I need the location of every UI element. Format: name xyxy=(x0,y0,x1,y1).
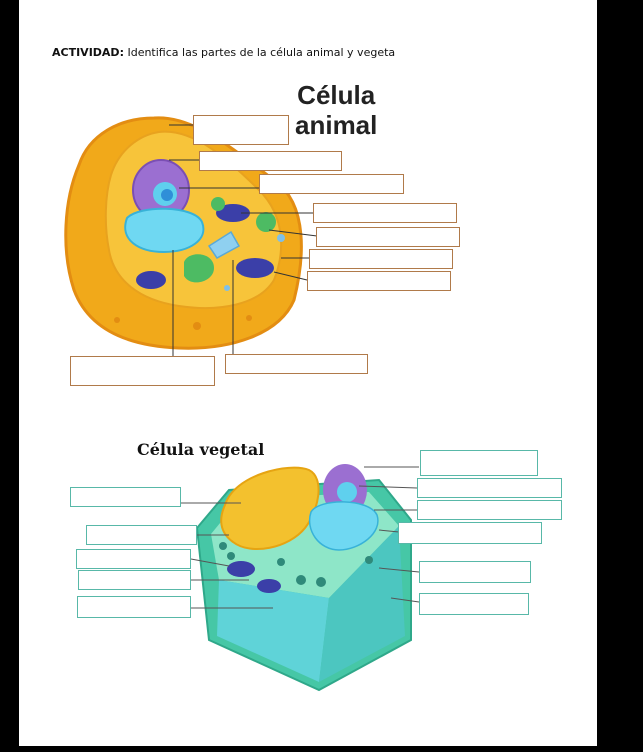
animal-cell-title: Célula animal xyxy=(295,80,377,140)
plant-answer-box-8[interactable] xyxy=(417,500,562,520)
cell-diagrams xyxy=(64,116,420,692)
animal-answer-box-5[interactable] xyxy=(316,227,460,247)
worksheet-page: ACTIVIDAD: Identifica las partes de la c… xyxy=(19,0,597,746)
animal-title-line-1: Célula xyxy=(297,80,376,110)
animal-answer-box-4[interactable] xyxy=(313,203,457,223)
activity-text: Identifica las partes de la célula anima… xyxy=(127,46,396,59)
animal-answer-box-6[interactable] xyxy=(309,249,453,269)
plant-answer-box-1[interactable] xyxy=(70,487,181,507)
animal-answer-box-3[interactable] xyxy=(259,174,404,194)
animal-answer-box-7[interactable] xyxy=(307,271,451,291)
activity-label: ACTIVIDAD: xyxy=(52,46,124,59)
plant-answer-box-2[interactable] xyxy=(86,525,197,545)
animal-title-line-2: animal xyxy=(295,110,378,140)
plant-answer-box-6[interactable] xyxy=(420,450,538,476)
plant-answer-box-11[interactable] xyxy=(419,593,529,615)
animal-answer-box-9[interactable] xyxy=(225,354,368,374)
plant-answer-box-3[interactable] xyxy=(76,549,191,569)
activity-instruction: ACTIVIDAD: Identifica las partes de la c… xyxy=(52,46,395,59)
plant-answer-box-7[interactable] xyxy=(417,478,562,498)
animal-cell-illustration xyxy=(64,116,318,356)
animal-answer-box-2[interactable] xyxy=(199,151,342,171)
plant-answer-box-9[interactable] xyxy=(398,522,542,544)
plant-answer-box-10[interactable] xyxy=(419,561,531,583)
plant-cell-title: Célula vegetal xyxy=(137,440,265,459)
plant-cell-illustration xyxy=(181,464,420,692)
plant-answer-box-5[interactable] xyxy=(77,596,191,618)
animal-answer-box-1[interactable] xyxy=(193,115,289,145)
plant-answer-box-4[interactable] xyxy=(78,570,191,590)
animal-answer-box-8[interactable] xyxy=(70,356,215,386)
